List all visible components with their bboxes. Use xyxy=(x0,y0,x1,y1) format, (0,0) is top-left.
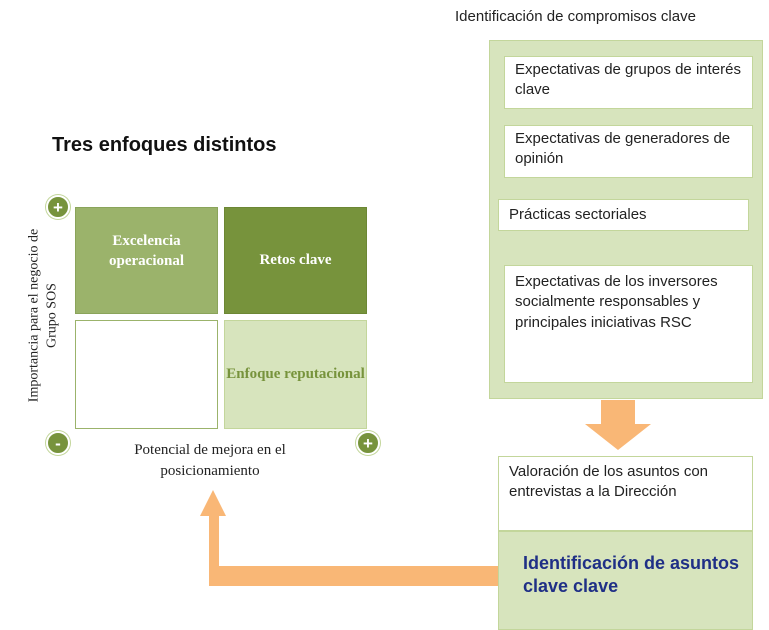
cell-empty xyxy=(75,320,218,429)
plus-icon-right: + xyxy=(356,431,380,455)
cell-retos-clave: Retos clave xyxy=(224,207,367,314)
cell-excelencia-operacional: Excelencia operacional xyxy=(75,207,218,314)
minus-icon-origin: - xyxy=(46,431,70,455)
box-inversores-rsc: Expectativas de los inversores socialmen… xyxy=(504,265,753,383)
matrix-title: Tres enfoques distintos xyxy=(52,134,277,156)
cell-enfoque-reputacional: Enfoque reputacional xyxy=(224,320,367,429)
y-axis-label: Importancia para el negocio de Grupo SOS xyxy=(26,228,60,403)
commitments-title: Identificación de compromisos clave xyxy=(455,8,696,25)
box-grupos-interes: Expectativas de grupos de interés clave xyxy=(504,56,753,109)
x-axis-label: Potencial de mejora en el posicionamient… xyxy=(134,442,286,479)
down-arrow-icon xyxy=(585,400,651,450)
box-practicas-sectoriales: Prácticas sectoriales xyxy=(498,199,749,231)
feedback-arrow-icon xyxy=(200,490,498,586)
box-valoracion: Valoración de los asuntos con entrevista… xyxy=(498,456,753,531)
box-generadores-opinion: Expectativas de generadores de opinión xyxy=(504,125,753,178)
plus-icon-top: + xyxy=(46,195,70,219)
box-identificacion-asuntos: Identificación de asuntos clave clave xyxy=(498,531,753,630)
